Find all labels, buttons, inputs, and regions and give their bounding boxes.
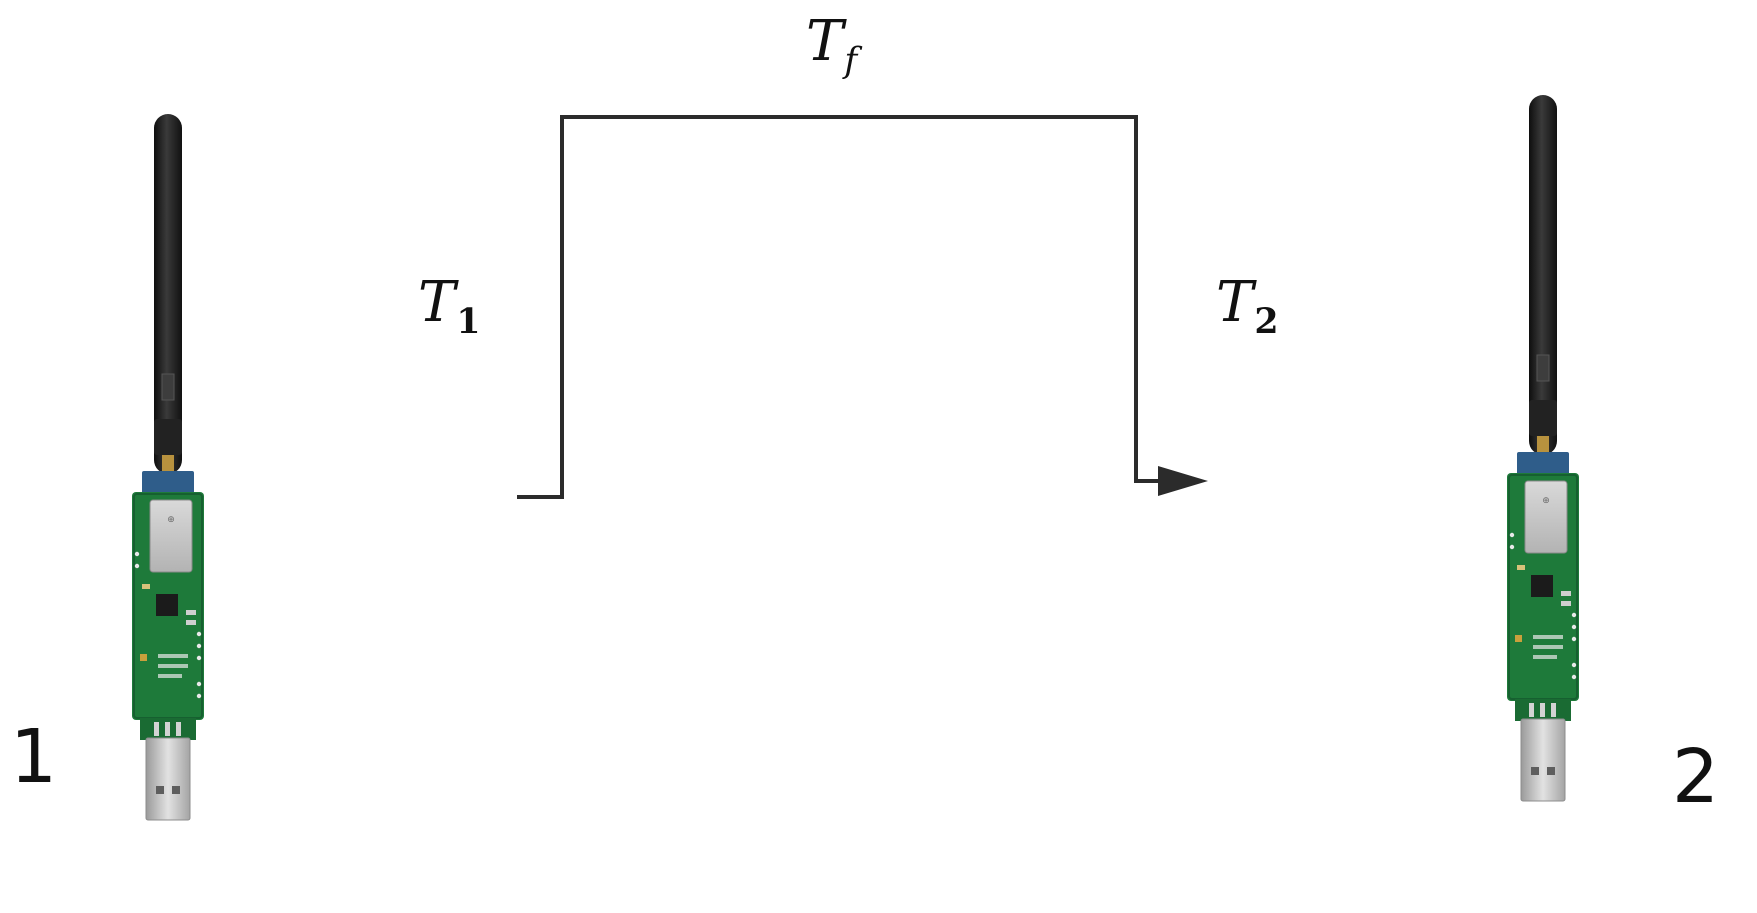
wireless-usb-dongle-2 <box>1506 94 1580 802</box>
label-t2-base: T <box>1216 270 1254 335</box>
transmission-path-line <box>517 115 1170 499</box>
wireless-usb-dongle-1 <box>131 113 205 821</box>
label-t2-sub: 2 <box>1254 301 1279 343</box>
arrow-head-icon <box>1158 466 1208 496</box>
label-tf-sub: f <box>844 41 858 82</box>
device-number-2: 2 <box>1672 734 1720 820</box>
device-number-1: 1 <box>10 714 58 800</box>
label-t2: T2 <box>1216 275 1279 340</box>
label-t1-base: T <box>418 270 456 335</box>
label-tf-base: T <box>806 9 844 74</box>
label-t1: T1 <box>418 275 481 340</box>
label-t1-sub: 1 <box>456 301 481 343</box>
label-tf: Tf <box>806 14 857 79</box>
